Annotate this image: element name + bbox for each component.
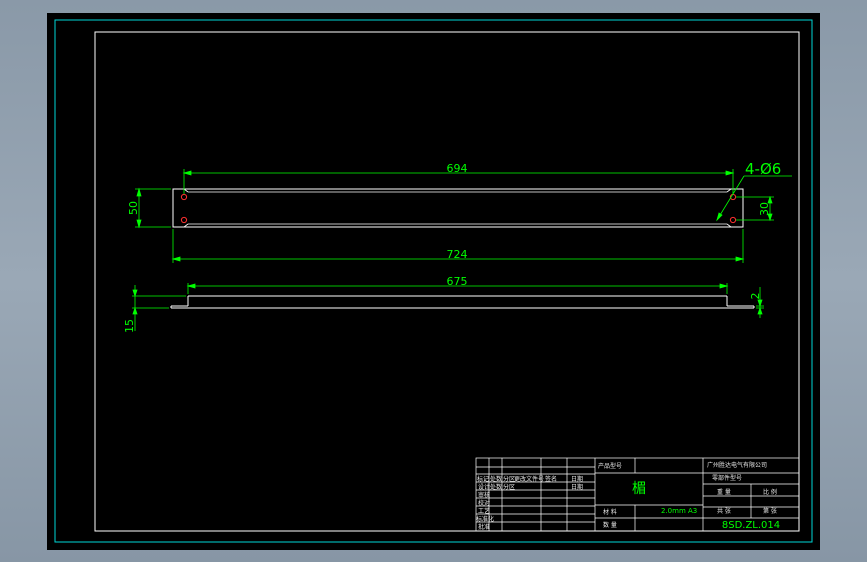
rev-header-change-doc: 更改文件号 <box>514 475 544 483</box>
dim-overall-length: 724 <box>447 248 468 261</box>
hole-marker <box>180 193 188 201</box>
rev-header-date: 日期 <box>571 475 583 483</box>
quantity-label: 数 量 <box>603 521 617 529</box>
dim-side-height: 15 <box>123 319 136 333</box>
rev-col-zone: 分区 <box>503 483 515 491</box>
dim-width: 50 <box>127 201 140 215</box>
role-check: 校对 <box>478 499 490 507</box>
dim-overall-inner: 694 <box>447 162 468 175</box>
rev-header-zone: 分区 <box>503 475 515 483</box>
role-approve: 批准 <box>478 523 490 531</box>
side-view: 675 15 2 <box>123 275 764 333</box>
hole-marker <box>180 216 188 224</box>
rev-col-count: 处数 <box>490 483 502 491</box>
sheet-number-label: 第 张 <box>763 507 777 515</box>
cad-drawing: 694 724 50 30 <box>54 19 813 543</box>
outer-frame <box>54 19 813 543</box>
role-standard: 标准化 <box>476 515 494 523</box>
revision-table: 标记 处数 分区 更改文件号 签名 日期 处数 分区 日期 设计 审核 校对 工… <box>476 475 583 531</box>
rev-header-mark: 标记 <box>477 475 489 483</box>
role-design: 设计 <box>478 483 490 491</box>
hole-callout: 4-Ø6 <box>745 160 781 178</box>
dim-side-thickness: 2 <box>749 293 762 300</box>
product-model-label: 产品型号 <box>598 462 622 470</box>
title-block <box>475 457 800 532</box>
drawing-number: 8SD.ZL.014 <box>722 520 780 531</box>
drawing-sheet: 694 724 50 30 <box>47 13 820 550</box>
dim-hole-spacing: 30 <box>758 202 771 216</box>
role-review: 审核 <box>478 491 490 499</box>
company-name: 广州胜达电气有限公司 <box>707 461 767 469</box>
weight-label: 重 量 <box>717 488 731 496</box>
rev-header-signature: 签名 <box>545 475 557 483</box>
rev-col-date: 日期 <box>571 483 583 491</box>
scale-label: 比 例 <box>763 488 777 496</box>
part-model-label: 零部件型号 <box>712 474 742 482</box>
sheet-total-label: 共 张 <box>717 507 731 515</box>
material-value: 2.0mm A3 <box>661 507 697 515</box>
inner-border <box>94 31 800 532</box>
top-view-outline <box>172 188 744 228</box>
role-process: 工艺 <box>478 507 490 515</box>
material-label: 材 料 <box>603 508 617 516</box>
rev-header-count: 处数 <box>490 475 502 483</box>
part-name: 楣 <box>632 481 646 497</box>
hole-marker <box>729 216 737 224</box>
dim-side-length: 675 <box>447 275 468 288</box>
top-view: 694 724 50 30 <box>127 160 792 263</box>
